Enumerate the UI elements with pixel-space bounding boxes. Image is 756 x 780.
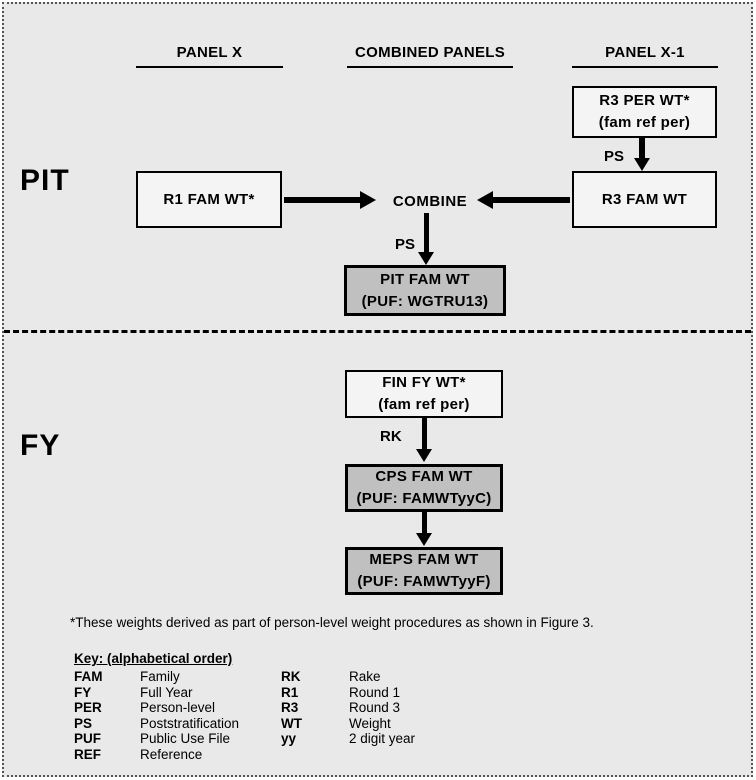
arrow-combine-to-pit-shaft xyxy=(424,213,429,253)
node-meps-fam-wt-line2: (PUF: FAMWTyyF) xyxy=(357,573,491,590)
key-def: Round 1 xyxy=(349,684,401,700)
section-label-pit: PIT xyxy=(20,164,70,197)
arrow-r3per-to-r3fam-shaft xyxy=(639,138,645,159)
key-row: FY Full Year xyxy=(74,685,239,701)
arrow-cps-to-meps-shaft xyxy=(422,512,427,534)
arrow-label-ps-right: PS xyxy=(604,148,625,165)
footnote: *These weights derived as part of person… xyxy=(70,615,594,630)
arrow-r1-to-combine-shaft xyxy=(284,197,361,203)
column-header-panel-x-1: PANEL X-1 xyxy=(572,44,718,68)
key-abbr: WT xyxy=(281,715,302,731)
arrow-label-rk: RK xyxy=(380,428,402,445)
key-def: Full Year xyxy=(140,684,193,700)
section-label-fy: FY xyxy=(20,429,61,462)
column-header-panel-x: PANEL X xyxy=(136,44,283,68)
key-def: Public Use File xyxy=(140,731,231,747)
node-fin-fy-wt-line1: FIN FY WT* xyxy=(382,374,466,391)
arrow-r3fam-to-combine-head xyxy=(477,191,493,209)
arrow-label-ps-center: PS xyxy=(395,236,416,253)
key-right-column: RK Rake R1 Round 1 R3 Round 3 WT Weight yy 2 … xyxy=(281,669,415,747)
key-row: WT Weight xyxy=(281,716,415,732)
key-title: Key: (alphabetical order) xyxy=(74,651,233,666)
key-def: Person-level xyxy=(140,700,216,716)
arrow-r3fam-to-combine-shaft xyxy=(493,197,570,203)
arrow-r3per-to-r3fam-head xyxy=(634,158,650,171)
node-fin-fy-wt-line2: (fam ref per) xyxy=(378,396,470,413)
node-r3-per-wt: R3 PER WT* (fam ref per) xyxy=(572,86,717,138)
arrow-r1-to-combine-head xyxy=(360,191,376,209)
arrow-combine-to-pit-head xyxy=(418,252,434,265)
key-abbr: PUF xyxy=(74,731,101,747)
node-meps-fam-wt-line1: MEPS FAM WT xyxy=(369,551,479,568)
key-abbr: PER xyxy=(74,700,102,716)
key-abbr: yy xyxy=(281,731,297,747)
node-pit-fam-wt-line2: (PUF: WGTRU13) xyxy=(361,292,489,310)
node-cps-fam-wt-line2: (PUF: FAMWTyyC) xyxy=(356,490,492,507)
node-cps-fam-wt-line1: CPS FAM WT xyxy=(375,468,473,485)
node-r1-fam-wt: R1 FAM WT* xyxy=(136,171,282,228)
key-row: R3 Round 3 xyxy=(281,700,415,716)
node-r3-fam-wt: R3 FAM WT xyxy=(572,171,717,228)
column-header-combined-panels: COMBINED PANELS xyxy=(347,44,513,68)
key-row: REF Reference xyxy=(74,747,239,763)
node-r3-per-wt-line2: (fam ref per) xyxy=(598,114,691,131)
section-divider xyxy=(4,330,751,333)
node-combine: COMBINE xyxy=(392,193,468,210)
key-def: 2 digit year xyxy=(349,731,416,747)
key-row: yy 2 digit year xyxy=(281,731,415,747)
key-def: Reference xyxy=(140,746,203,762)
key-row: RK Rake xyxy=(281,669,415,685)
key-abbr: FY xyxy=(74,684,92,700)
arrow-fin-to-cps-head xyxy=(416,449,432,462)
node-r3-fam-wt-line1: R3 FAM WT xyxy=(601,190,688,208)
key-abbr: FAM xyxy=(74,669,103,684)
key-def: Family xyxy=(140,669,180,684)
key-row: R1 Round 1 xyxy=(281,685,415,701)
key-abbr: REF xyxy=(74,746,101,762)
node-meps-fam-wt: MEPS FAM WT (PUF: FAMWTyyF) xyxy=(345,547,503,595)
key-def: Rake xyxy=(349,669,381,684)
node-pit-fam-wt-line1: PIT FAM WT xyxy=(380,270,470,288)
arrow-fin-to-cps-shaft xyxy=(422,418,427,450)
key-row: FAM Family xyxy=(74,669,239,685)
node-r3-per-wt-line1: R3 PER WT* xyxy=(599,92,690,109)
key-def: Round 3 xyxy=(349,700,401,716)
key-left-column: FAM Family FY Full Year PER Person-level PS… xyxy=(74,669,239,763)
arrow-cps-to-meps-head xyxy=(416,533,432,546)
node-pit-fam-wt: PIT FAM WT (PUF: WGTRU13) xyxy=(344,265,506,316)
key-row: PS Poststratification xyxy=(74,716,239,732)
key-abbr: RK xyxy=(281,669,301,684)
key-def: Poststratification xyxy=(140,715,240,731)
key-abbr: R1 xyxy=(281,684,299,700)
key-row: PUF Public Use File xyxy=(74,731,239,747)
key-abbr: PS xyxy=(74,715,93,731)
node-fin-fy-wt: FIN FY WT* (fam ref per) xyxy=(345,370,503,418)
node-cps-fam-wt: CPS FAM WT (PUF: FAMWTyyC) xyxy=(345,464,503,512)
node-r1-fam-wt-line1: R1 FAM WT* xyxy=(163,190,255,208)
key-abbr: R3 xyxy=(281,700,299,716)
key-def: Weight xyxy=(349,715,391,731)
key-row: PER Person-level xyxy=(74,700,239,716)
